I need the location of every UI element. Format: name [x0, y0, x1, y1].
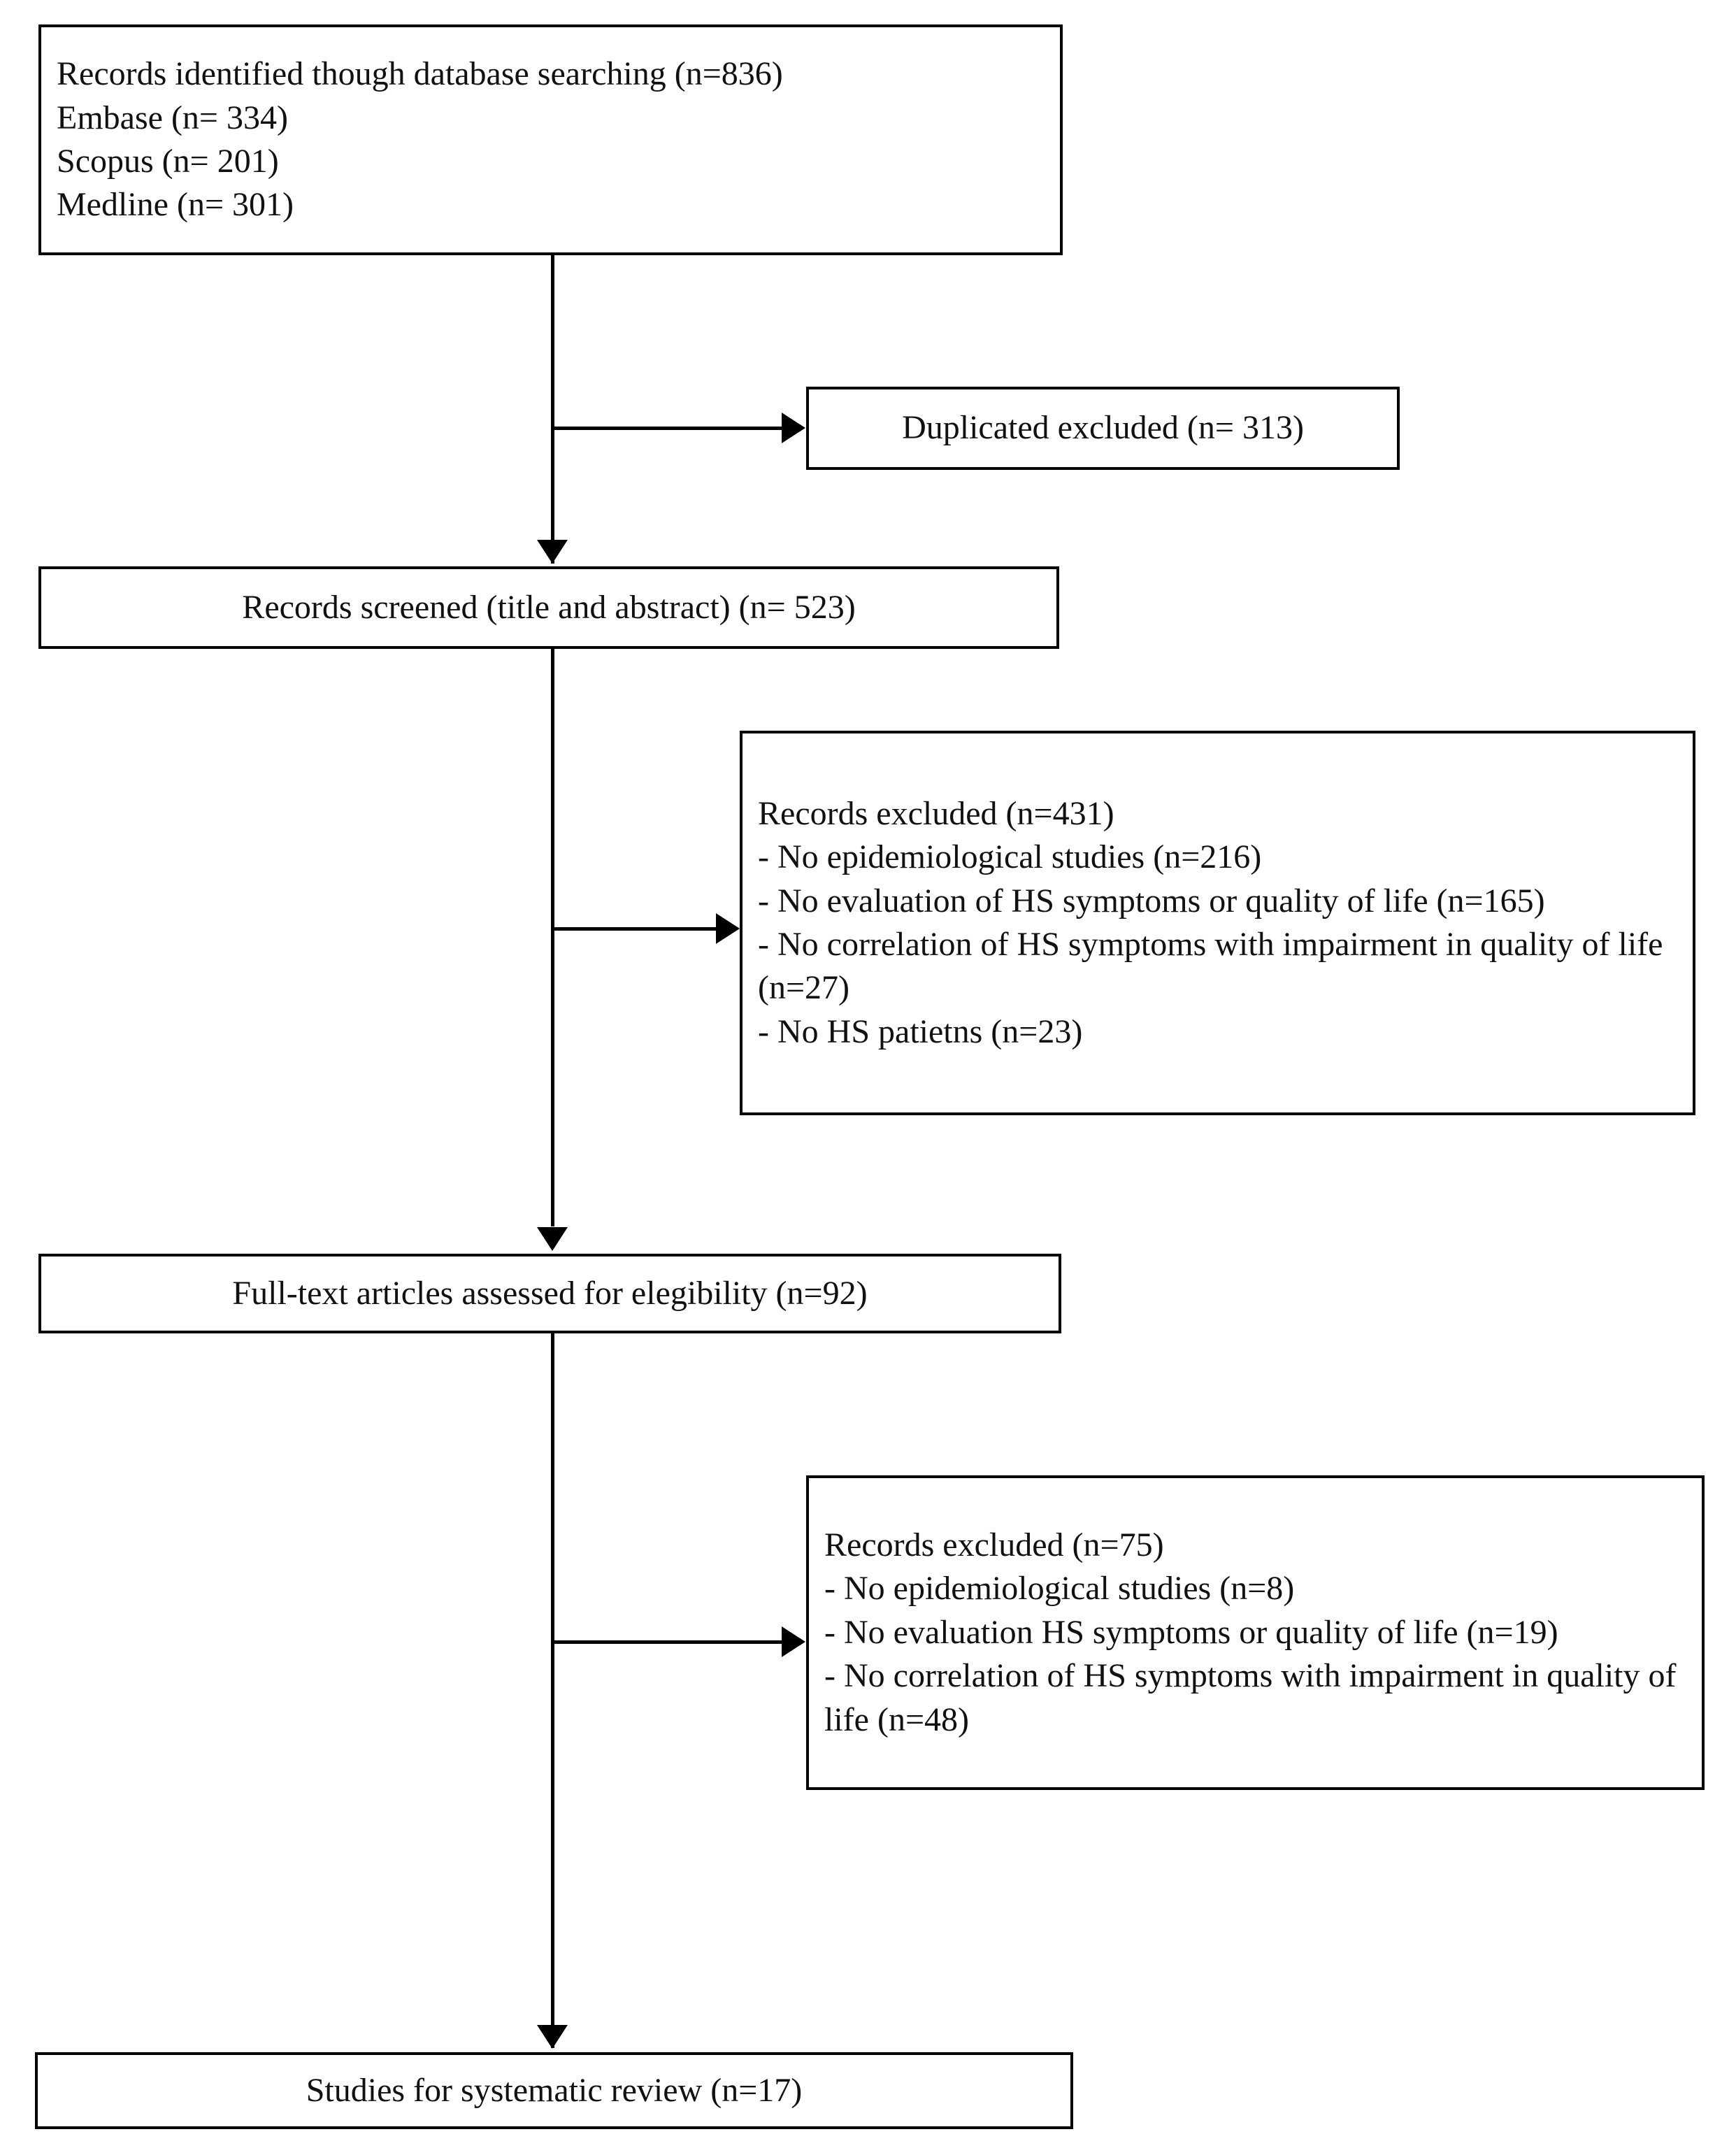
records-excluded-fulltext-box: Records excluded (n=75) - No epidemiolog… — [806, 1475, 1705, 1790]
records-excluded-screening-box: Records excluded (n=431) - No epidemiolo… — [740, 731, 1695, 1115]
records-excluded-fulltext-line-3: - No evaluation HS symptoms or quality o… — [824, 1613, 1558, 1651]
arrowhead-right-to-records-excluded-fulltext — [782, 1626, 805, 1657]
connector-screened-to-fulltext — [551, 649, 554, 1226]
records-excluded-fulltext-line-4: - No correlation of HS symptoms with imp… — [824, 1657, 1677, 1738]
records-identified-line-3: Scopus (n= 201) — [57, 143, 279, 180]
records-excluded-screening-line-5: - No HS patietns (n=23) — [758, 1012, 1083, 1050]
records-identified-line-4: Medline (n= 301) — [57, 186, 294, 224]
duplicated-excluded-box: Duplicated excluded (n= 313) — [806, 387, 1400, 470]
connector-fulltext-to-included — [551, 1333, 554, 2048]
arrowhead-right-to-records-excluded-screening — [716, 913, 740, 944]
records-screened-line-1: Records screened (title and abstract) (n… — [242, 588, 856, 626]
arrowhead-right-to-duplicated-excluded — [782, 413, 805, 443]
records-screened-box: Records screened (title and abstract) (n… — [38, 566, 1059, 649]
records-excluded-fulltext-line-2: - No epidemiological studies (n=8) — [824, 1570, 1295, 1608]
connector-to-duplicated-excluded — [552, 427, 783, 430]
records-excluded-screening-line-4: - No correlation of HS symptoms with imp… — [758, 926, 1663, 1007]
records-excluded-screening-line-2: - No epidemiological studies (n=216) — [758, 838, 1262, 876]
studies-included-box: Studies for systematic review (n=17) — [35, 2052, 1073, 2129]
fulltext-assessed-box: Full-text articles assessed for elegibil… — [38, 1254, 1061, 1333]
arrowhead-down-to-fulltext — [537, 1227, 568, 1251]
arrowhead-down-to-screened — [537, 540, 568, 564]
records-excluded-screening-line-3: - No evaluation of HS symptoms or qualit… — [758, 882, 1545, 919]
connector-to-records-excluded-fulltext — [552, 1640, 783, 1644]
connector-to-records-excluded-screening — [552, 927, 717, 931]
records-excluded-fulltext-line-1: Records excluded (n=75) — [824, 1526, 1164, 1564]
connector-identified-to-screened — [551, 255, 554, 564]
studies-included-line-1: Studies for systematic review (n=17) — [306, 2071, 803, 2109]
duplicated-excluded-line-1: Duplicated excluded (n= 313) — [902, 409, 1304, 447]
fulltext-assessed-line-1: Full-text articles assessed for elegibil… — [232, 1274, 868, 1312]
records-identified-line-2: Embase (n= 334) — [57, 99, 288, 136]
arrowhead-down-to-included — [537, 2025, 568, 2049]
records-excluded-screening-line-1: Records excluded (n=431) — [758, 794, 1114, 832]
records-identified-box: Records identified though database searc… — [38, 24, 1063, 255]
records-identified-line-1: Records identified though database searc… — [57, 55, 783, 93]
